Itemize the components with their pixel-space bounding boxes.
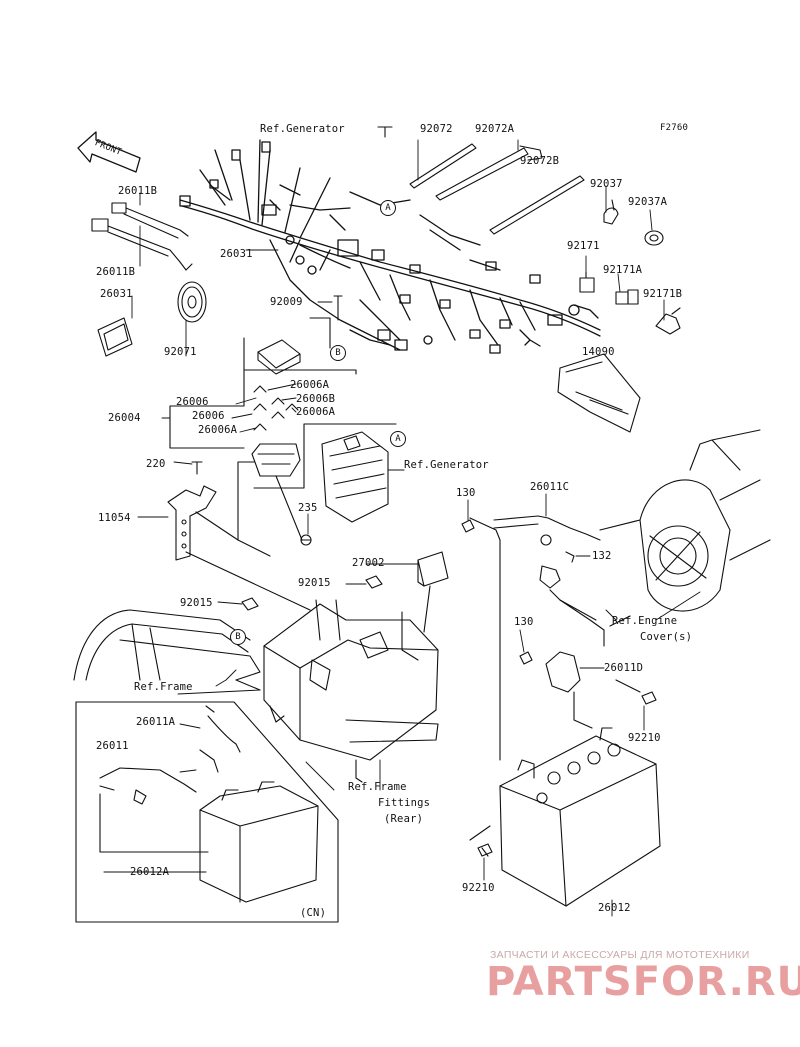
fuse-box-26004: [169, 337, 397, 541]
part-label-92015-right: 92015: [298, 577, 331, 589]
ref-engine-cover-line2: Cover(s): [640, 631, 693, 643]
clip-nuts-92015: [241, 575, 383, 611]
engine-cover: [599, 429, 771, 627]
clips-92171: [579, 271, 681, 335]
part-label-26004: 26004: [108, 412, 141, 424]
part-label-92072b: 92072B: [520, 155, 560, 167]
part-label-26006a-1: 26006A: [290, 379, 330, 391]
ref-frame-fittings-line1: Ref.Frame: [348, 781, 407, 793]
variant-note: (CN): [300, 907, 327, 919]
part-label-92072a: 92072A: [475, 123, 515, 135]
part-label-92171: 92171: [567, 240, 600, 252]
part-label-220: 220: [146, 458, 166, 470]
frame-section: [73, 609, 261, 691]
part-label-14090: 14090: [582, 346, 615, 358]
part-label-11054: 11054: [98, 512, 131, 524]
screw-235: [300, 534, 312, 546]
part-label-92009: 92009: [270, 296, 303, 308]
part-label-92210-left: 92210: [462, 882, 495, 894]
ref-engine-cover-line1: Ref.Engine: [612, 615, 678, 627]
ecu-module-26031: [97, 317, 133, 357]
watermark-logo: PARTSFOR.RU: [486, 959, 800, 1005]
battery-26012: [469, 727, 661, 907]
part-label-26031-module: 26031: [100, 288, 133, 300]
ref-generator-mid: Ref.Generator: [404, 459, 489, 471]
part-label-26011b-top: 26011B: [118, 185, 158, 197]
part-label-26006b: 26006B: [296, 393, 336, 405]
cable-ties: [409, 143, 585, 235]
part-label-92171b: 92171B: [643, 288, 683, 300]
grommet-92071: [177, 281, 207, 323]
sensor-wire-26011c: [469, 515, 605, 761]
ref-frame-fittings-line3: (Rear): [384, 813, 424, 825]
part-label-26006a-3: 26006A: [198, 424, 238, 436]
ref-frame-fittings-line2: Fittings: [378, 797, 431, 809]
part-label-26011d: 26011D: [604, 662, 644, 674]
sub-harness-26011b: [91, 202, 193, 271]
part-label-130-bottom: 130: [514, 616, 534, 628]
part-label-26011: 26011: [96, 740, 129, 752]
part-label-26011a: 26011A: [136, 716, 176, 728]
bracket-11054: [167, 461, 311, 611]
cover-14090: [557, 353, 641, 433]
callout-b-upper: B: [330, 345, 346, 361]
figure-code: F2760: [660, 123, 689, 133]
part-label-92037: 92037: [590, 178, 623, 190]
part-label-92037a: 92037A: [628, 196, 668, 208]
part-label-26012: 26012: [598, 902, 631, 914]
part-label-235: 235: [298, 502, 318, 514]
part-label-26012a: 26012A: [130, 866, 170, 878]
part-label-26031-harness: 26031: [220, 248, 253, 260]
part-label-92171a: 92171A: [603, 264, 643, 276]
relay-27002: [417, 551, 449, 633]
battery-case: [263, 599, 439, 783]
part-label-26006a-2: 26006A: [296, 406, 336, 418]
main-wiring-harness: [179, 139, 601, 354]
callout-a-lower: A: [390, 431, 406, 447]
screw-92009: [309, 295, 343, 349]
part-label-27002: 27002: [352, 557, 385, 569]
part-label-92015-left: 92015: [180, 597, 213, 609]
part-label-130-top: 130: [456, 487, 476, 499]
part-label-26006-2: 26006: [192, 410, 225, 422]
part-label-26006: 26006: [176, 396, 209, 408]
front-arrow-icon: [77, 131, 141, 173]
part-label-132: 132: [592, 550, 612, 562]
ref-generator-top: Ref.Generator: [260, 123, 345, 135]
part-label-26011c: 26011C: [530, 481, 570, 493]
cn-variant-inset: [75, 701, 339, 923]
leader-lines: [131, 139, 701, 917]
ref-frame: Ref.Frame: [134, 681, 193, 693]
nuts-92210: [477, 679, 657, 857]
regulator-rectifier: [321, 431, 405, 523]
part-label-92210-right: 92210: [628, 732, 661, 744]
callout-b-lower: B: [230, 629, 246, 645]
generator-bolt-icon: [377, 126, 393, 138]
part-label-26011b-bottom: 26011B: [96, 266, 136, 278]
callout-a-upper: A: [380, 200, 396, 216]
bolts-130: [461, 519, 533, 665]
part-label-92071: 92071: [164, 346, 197, 358]
part-label-92072: 92072: [420, 123, 453, 135]
terminal-cover-26011d: [545, 651, 593, 729]
watermark-tagline: ЗАПЧАСТИ И АКСЕССУАРЫ ДЛЯ МОТОТЕХНИКИ: [490, 949, 750, 961]
